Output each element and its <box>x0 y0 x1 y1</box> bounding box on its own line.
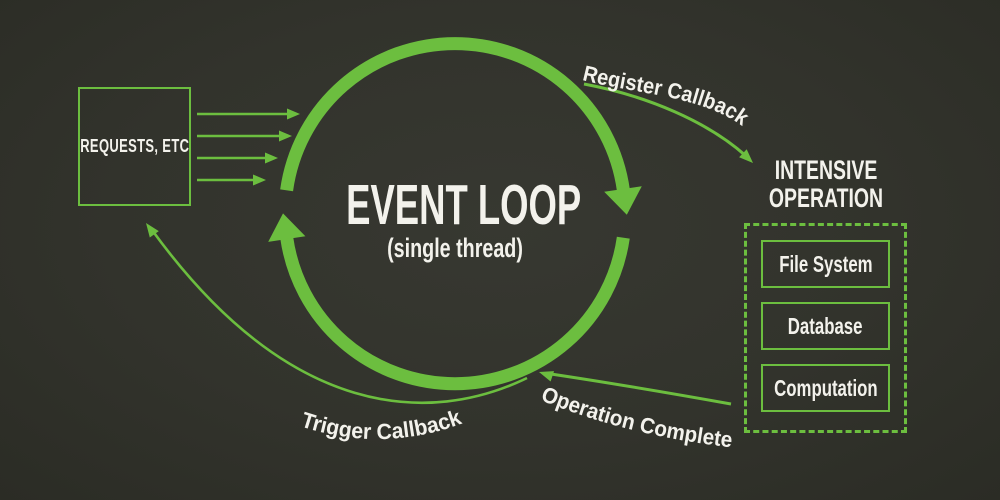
event-loop-ring-bottom-arc <box>280 236 630 391</box>
event-loop-title: EVENT LOOP <box>346 173 582 237</box>
request-arrows <box>197 108 300 186</box>
event-loop-subtitle-wrap: (single thread) <box>280 233 630 264</box>
operation-complete-arrow <box>550 372 732 406</box>
register-callback-label-text: Register Callback <box>581 61 754 131</box>
ring-arrowhead-right-icon <box>604 186 642 215</box>
io-item-label: Database <box>788 312 863 339</box>
trigger-callback-arrow <box>150 229 528 405</box>
register-callback-label: Register Callback <box>581 61 754 131</box>
io-item-computation: Computation <box>761 364 890 412</box>
trigger-arrowhead-icon <box>146 223 159 238</box>
requests-box: REQUESTS, ETC <box>78 87 191 206</box>
event-loop-ring-top-arc <box>280 37 630 192</box>
requests-box-label: REQUESTS, ETC <box>79 136 190 156</box>
trigger-callback-label-text: Trigger Callback <box>299 404 465 444</box>
io-item-label: File System <box>778 250 873 277</box>
io-item-file-system: File System <box>761 240 890 288</box>
intensive-operation-box: File System Database Computation <box>744 223 907 433</box>
operation-complete-label-text: Operation Complete <box>538 381 734 452</box>
ring-arrowhead-left-icon <box>268 213 306 242</box>
event-loop-subtitle: (single thread) <box>387 233 523 263</box>
operation-complete-label: Operation Complete <box>538 381 734 452</box>
intensive-operation-heading: INTENSIVE OPERATION <box>768 155 884 214</box>
io-item-database: Database <box>761 302 890 350</box>
event-loop-title-wrap: EVENT LOOP <box>280 172 630 238</box>
register-arrowhead-icon <box>739 149 753 163</box>
trigger-callback-label: Trigger Callback <box>299 404 465 444</box>
io-item-label: Computation <box>773 374 878 401</box>
register-callback-arrow <box>583 82 747 158</box>
operation-arrowhead-icon <box>539 371 554 382</box>
